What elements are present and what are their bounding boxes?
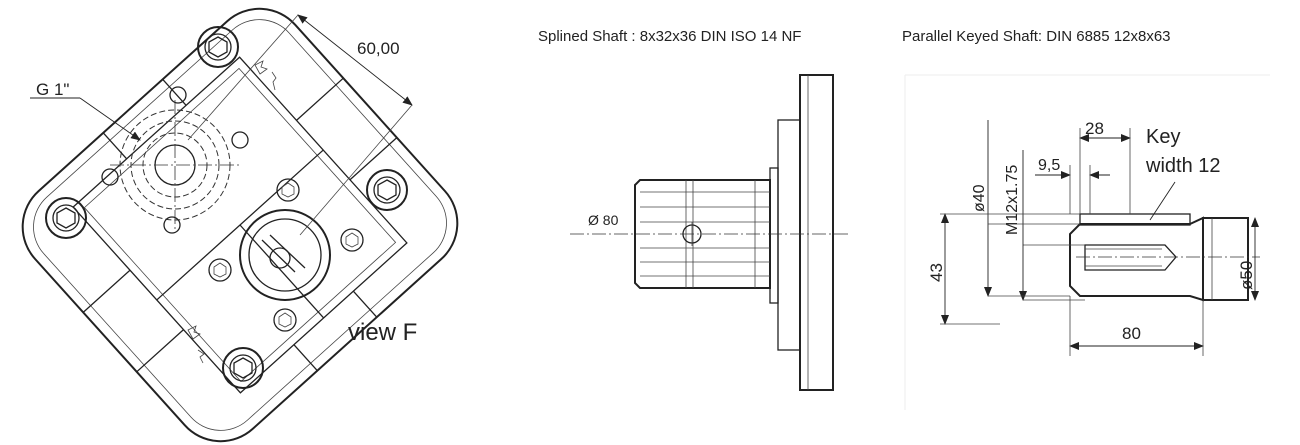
spline-diameter-label: Ø 80 xyxy=(588,212,619,228)
dim-80-label: 80 xyxy=(1122,324,1141,343)
dim-60-label: 60,00 xyxy=(357,39,400,58)
splined-shaft-caption: Splined Shaft : 8x32x36 DIN ISO 14 NF xyxy=(538,28,802,45)
keyed-shaft-drawing: 28 Key width 12 9,5 M12x1.75 ø40 xyxy=(904,74,1270,410)
dia-50-label: ø50 xyxy=(1237,261,1256,290)
bolt-left xyxy=(45,197,87,239)
key xyxy=(1079,213,1191,226)
dia-40-label: ø40 xyxy=(971,184,988,212)
shaft-section xyxy=(1069,216,1204,302)
flange-plate xyxy=(799,74,834,391)
key-label-line1: Key xyxy=(1146,126,1180,148)
dim-43-label: 43 xyxy=(927,263,946,282)
thread-label: M12x1.75 xyxy=(1004,165,1021,235)
bolt-bottom xyxy=(222,347,264,389)
dim-9-5-label: 9,5 xyxy=(1038,157,1060,174)
view-f-drawing: 60,00 G 1" view F xyxy=(21,7,459,443)
port-label: G 1" xyxy=(36,80,69,99)
shaft-end xyxy=(239,209,331,301)
splined-shaft-drawing: Ø 80 xyxy=(570,74,850,391)
dim-28-label: 28 xyxy=(1085,119,1104,138)
view-f-label: view F xyxy=(348,319,417,346)
bolt-top xyxy=(197,26,239,68)
bolt-right xyxy=(366,169,408,211)
spline-body xyxy=(634,179,771,289)
key-label-line2: width 12 xyxy=(1145,155,1221,177)
port-g1 xyxy=(101,86,249,234)
parallel-keyed-shaft-caption: Parallel Keyed Shaft: DIN 6885 12x8x63 xyxy=(902,28,1171,45)
dim-60-line xyxy=(297,14,413,106)
flange-outline xyxy=(21,7,459,443)
